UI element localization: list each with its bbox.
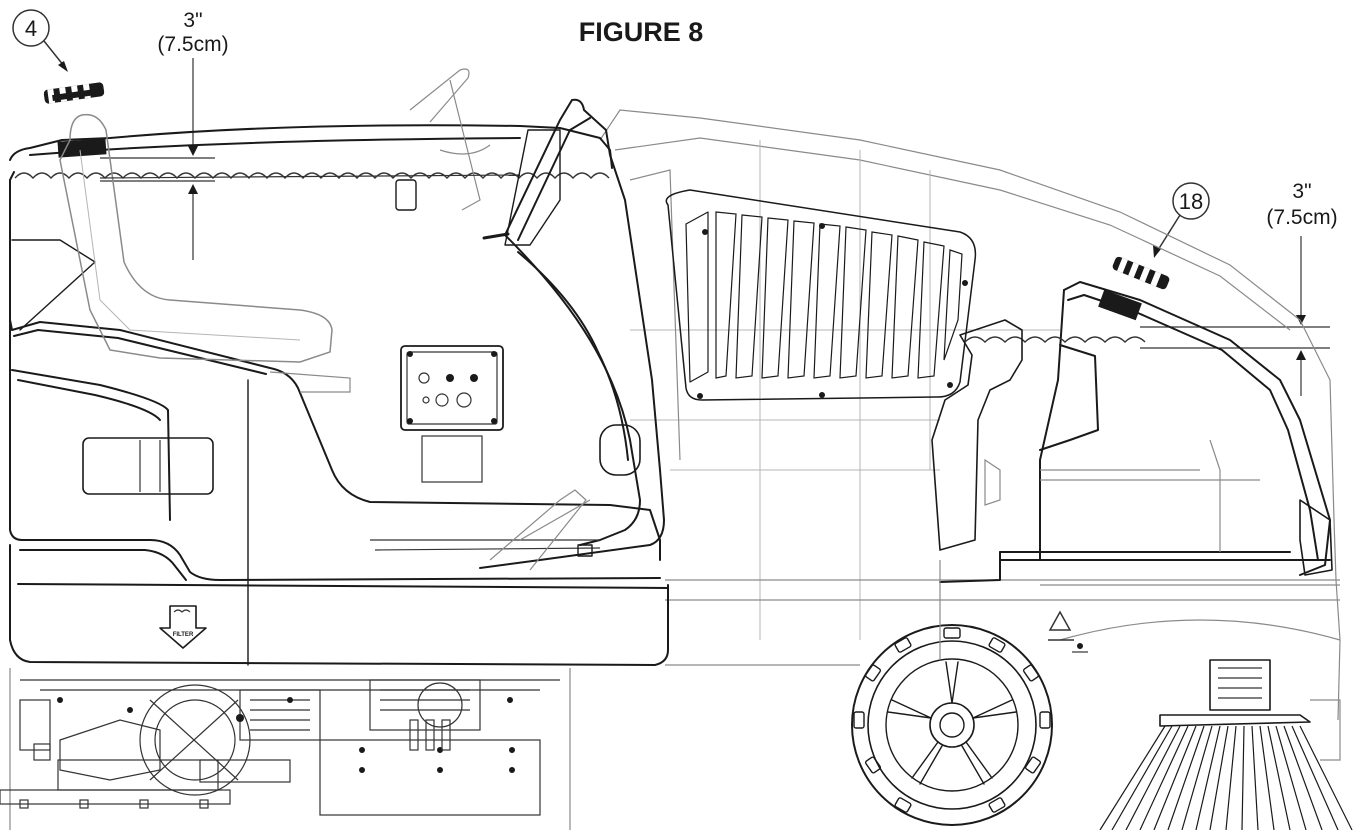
dim-right-markers (1140, 236, 1330, 396)
dim-left-cm: (7.5cm) (157, 33, 228, 56)
hopper-vent-grille (665, 189, 977, 401)
callout-4-label: 4 (25, 16, 37, 41)
control-panel (400, 345, 504, 483)
filter-arrow-icon: FILTER (159, 605, 207, 649)
front-water-tank-body (9, 124, 669, 666)
tank-fill-cap-icon-right (1112, 256, 1170, 290)
figure-title: FIGURE 8 (579, 17, 704, 47)
rear-body-outline (599, 109, 1341, 721)
rear-wheel (851, 624, 1053, 826)
callout-4: 4 (12, 9, 68, 72)
callout-18: 18 (1153, 182, 1210, 258)
right-tank-neck (1098, 289, 1142, 321)
left-tank-neck (57, 138, 107, 158)
callout-18-label: 18 (1179, 189, 1203, 214)
dim-left-markers (100, 58, 215, 260)
rear-hopper (931, 281, 1333, 583)
dim-right-cm: (7.5cm) (1266, 206, 1337, 229)
dim-left-inches: 3" (183, 9, 202, 32)
front-door-panel (370, 98, 665, 569)
operator-seat (59, 113, 351, 393)
side-brush (1059, 619, 1353, 830)
filter-label: FILTER (173, 632, 194, 638)
undercarriage-mechanism (0, 489, 593, 830)
brush-warning-icon (1048, 610, 1088, 653)
rear-hopper-interior (939, 439, 1260, 660)
tank-fill-cap-icon (43, 82, 105, 104)
steering-column (99, 68, 521, 211)
dim-right-inches: 3" (1292, 180, 1311, 203)
